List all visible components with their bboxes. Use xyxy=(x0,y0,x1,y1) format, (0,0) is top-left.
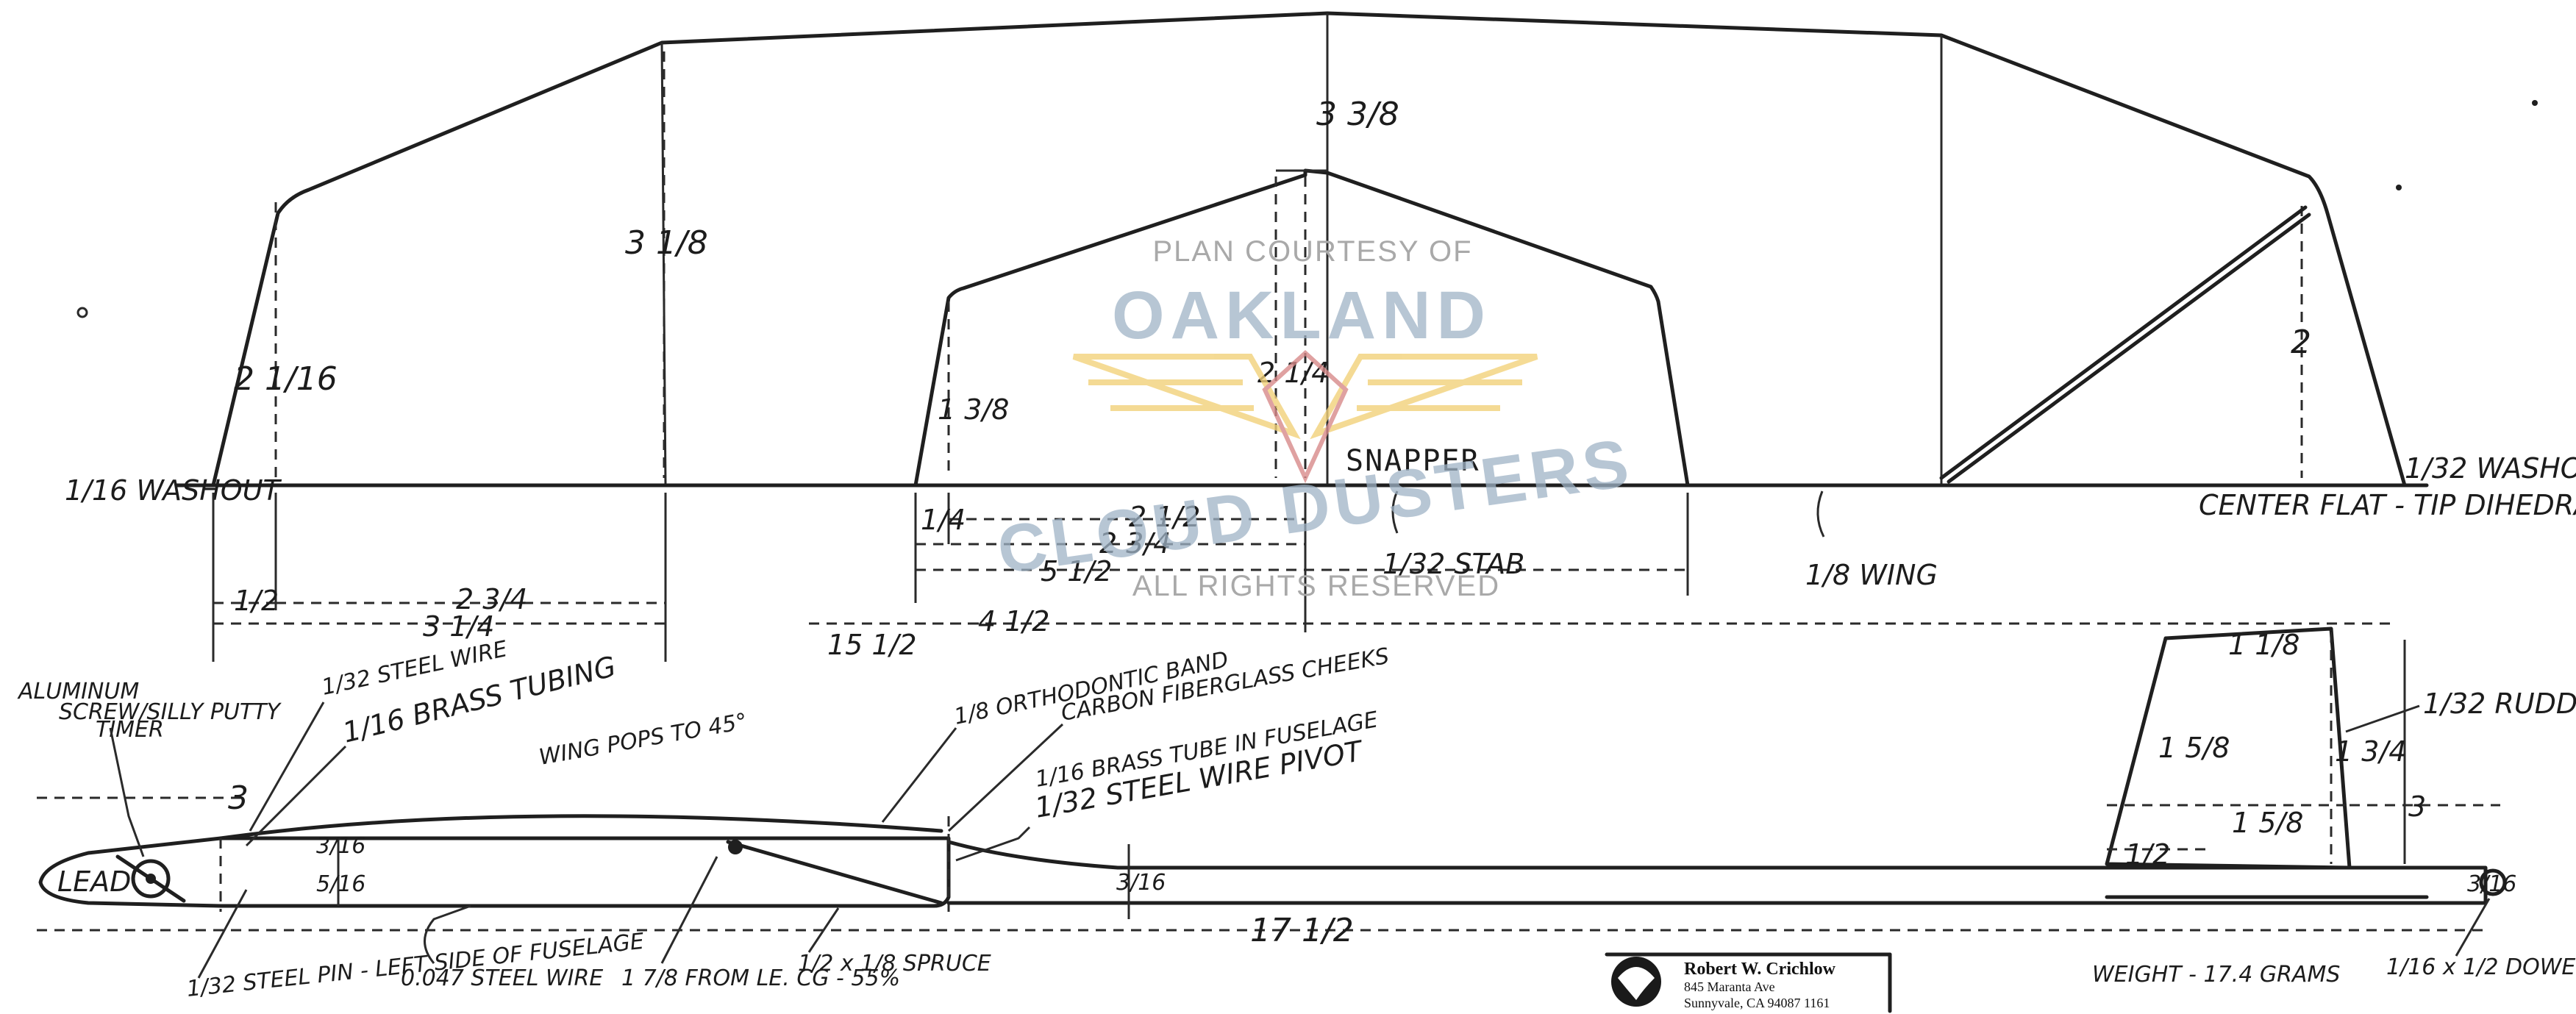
stab-inner-span-dim: 2 1/2 xyxy=(1129,501,1200,533)
note-aluminum: ALUMINUM xyxy=(17,679,139,704)
title-block-address2: Sunnyvale, CA 94087 1161 xyxy=(1684,996,1830,1010)
watermark-line4: ALL RIGHTS RESERVED xyxy=(1132,570,1500,602)
rudder-length-dim: 3 xyxy=(2408,790,2426,823)
model-name: SNAPPER xyxy=(1346,444,1480,478)
watermark-line3: CLOUD DUSTERS xyxy=(993,425,1637,588)
stab-mid-span-dim: 2 3/4 xyxy=(1099,527,1171,560)
rudder-edge-dim: 1 5/8 xyxy=(2158,732,2230,764)
wings-logo-icon xyxy=(1072,349,1538,484)
note-steel-047: 0.047 STEEL WIRE xyxy=(401,965,603,991)
dowel-dim: 3/16 xyxy=(2467,871,2516,897)
rudder-height-dim: 1 3/4 xyxy=(2335,735,2406,768)
wing-span-dimensions xyxy=(212,493,2397,662)
wing-tip-span-dim: 1/2 xyxy=(234,585,279,617)
wing-total-span-dim: 15 1/2 xyxy=(827,629,917,661)
title-block: Robert W. Crichlow 845 Maranta Ave Sunny… xyxy=(1605,952,1892,1013)
wing-outer-span-dim: 3 1/4 xyxy=(423,610,494,643)
wing-tip-height-dim: 2 1/16 xyxy=(234,360,338,398)
stab-outer-dim: 4 1/2 xyxy=(978,605,1049,638)
title-block-address1: 845 Maranta Ave xyxy=(1684,979,1775,994)
wing-planform xyxy=(174,11,2429,488)
rudder-note: 1/32 RUDDER xyxy=(2423,688,2576,720)
note-wing-pops: WING POPS TO 45° xyxy=(537,709,749,771)
stab-half-span-dim: 5 1/2 xyxy=(1041,555,1112,588)
note-cg: 1 7/8 FROM LE. CG - 55% xyxy=(621,965,900,991)
wing-right-height-dim: 2 xyxy=(2291,324,2311,361)
note-spruce: 1/2 x 1/8 SPRUCE xyxy=(798,951,991,976)
fuselage-nose-dim: 3 xyxy=(228,779,249,817)
washout-right-note: 1/32 WASHOUT xyxy=(2405,452,2576,485)
wing-center-height-dim: 3 3/8 xyxy=(1316,96,1399,133)
rudder-top-dim: 1 1/8 xyxy=(2228,629,2300,661)
note-dowel: 1/16 x 1/2 DOWEL xyxy=(2386,954,2576,980)
logo-icon xyxy=(1611,957,1661,1007)
note-screw: SCREW/SILLY PUTTY xyxy=(59,699,282,725)
fuselage-boom-dim: 3/16 xyxy=(1116,870,1166,896)
wing-wood-note: 1/8 WING xyxy=(1805,559,1938,591)
fuselage-side-view xyxy=(37,796,2507,932)
fuselage-length-dim: 17 1/2 xyxy=(1250,912,1354,949)
wing-panel-height-dim: 3 1/8 xyxy=(625,224,708,262)
rudder-offset-dim: 1/2 xyxy=(2125,838,2170,871)
fuselage-depth-bottom-dim: 5/16 xyxy=(316,871,365,897)
stab-span-dimensions xyxy=(914,493,1689,632)
watermark: PLAN COURTESY OF OAKLAND CLOUD DUSTERS A… xyxy=(993,235,1637,602)
note-timer: TIMER xyxy=(96,717,164,743)
fuselage-depth-top-dim: 3/16 xyxy=(316,833,365,859)
wing-panel-span-dim: 2 3/4 xyxy=(456,583,527,615)
dihedral-note: CENTER FLAT - TIP DIHEDRAL xyxy=(2199,489,2576,521)
title-block-name: Robert W. Crichlow xyxy=(1684,960,1836,979)
stab-tip-height-dim: 1 3/8 xyxy=(938,393,1009,426)
stab-wood-note: 1/32 STAB xyxy=(1382,548,1524,580)
watermark-line1: PLAN COURTESY OF xyxy=(1152,235,1472,268)
rudder-base-dim: 1 5/8 xyxy=(2232,807,2303,839)
watermark-line2: OAKLAND xyxy=(1112,278,1491,353)
note-weight: WEIGHT - 17.4 GRAMS xyxy=(2092,962,2340,988)
washout-left-note: 1/16 WASHOUT xyxy=(65,474,282,507)
label-lead: LEAD xyxy=(57,865,131,898)
stab-tip-width-dim: 1/4 xyxy=(921,504,966,536)
